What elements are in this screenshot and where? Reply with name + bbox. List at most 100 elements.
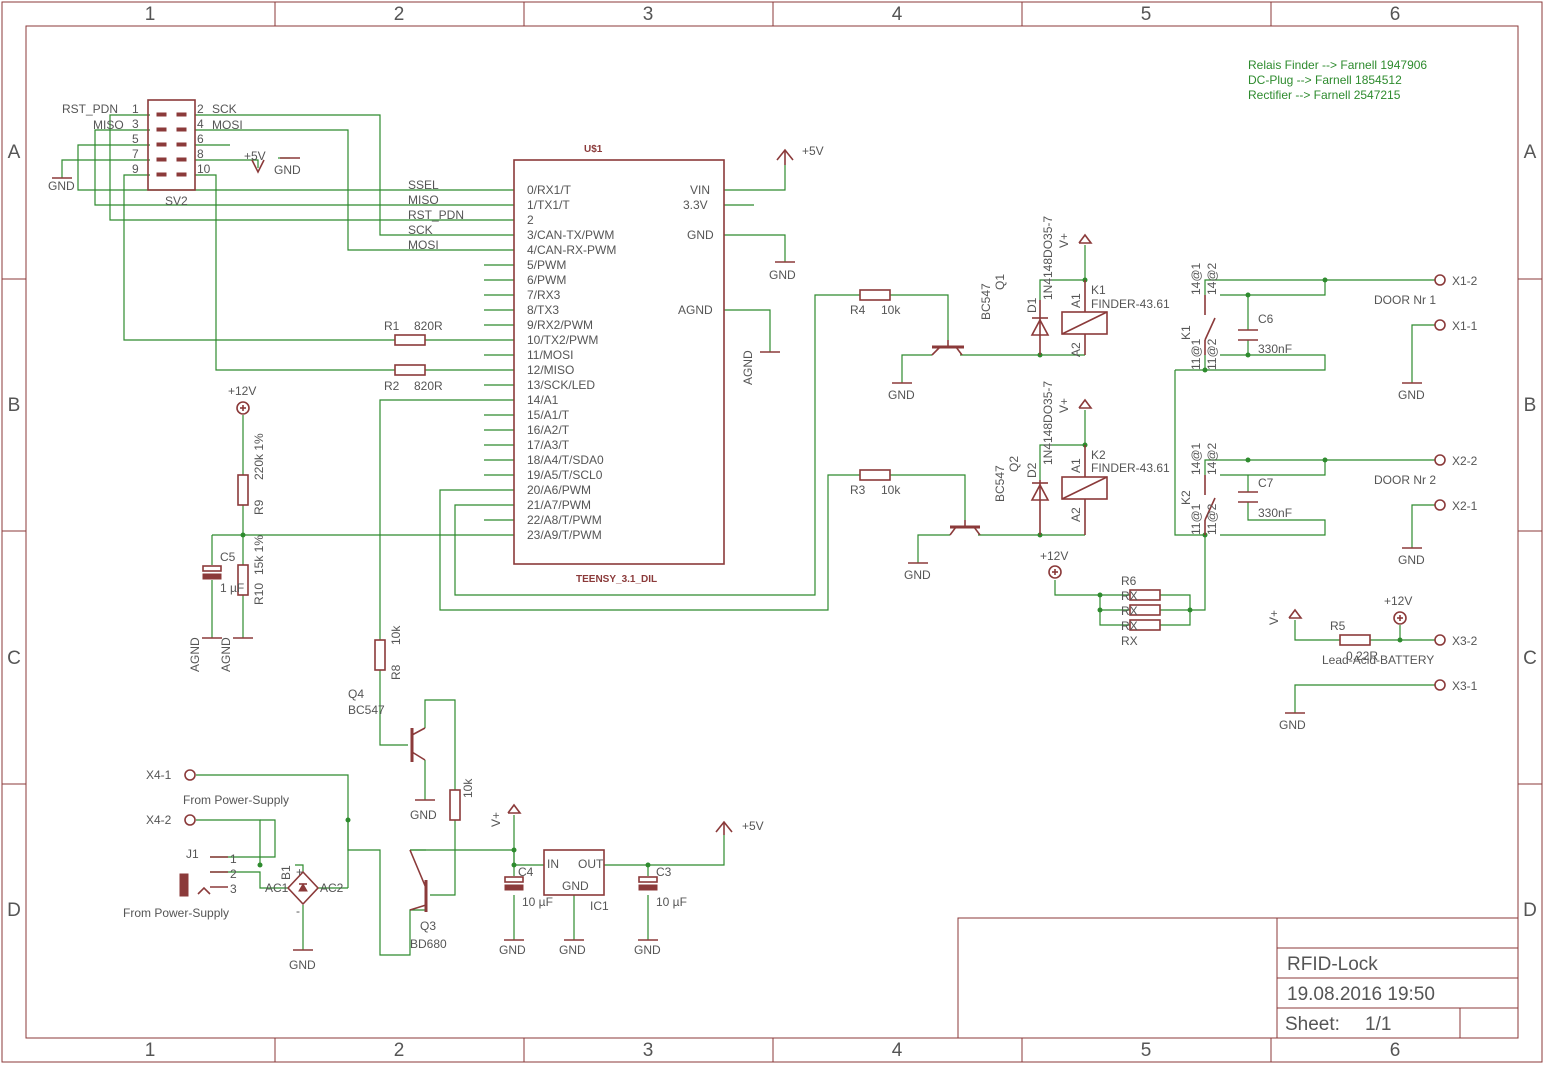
svg-text:Q2: Q2 <box>1007 456 1021 472</box>
svg-text:A1: A1 <box>1069 458 1083 473</box>
svg-text:D1: D1 <box>1025 297 1039 313</box>
svg-text:C3: C3 <box>656 865 672 879</box>
sv2-pin: 4 <box>197 117 204 131</box>
svg-text:K2: K2 <box>1179 490 1193 505</box>
svg-text:GND: GND <box>48 179 75 193</box>
svg-text:From Power-Supply: From Power-Supply <box>123 906 229 920</box>
teensy-pin-label: 5/PWM <box>527 258 566 272</box>
svg-text:820R: 820R <box>414 319 443 333</box>
svg-text:1N4148DO35-7: 1N4148DO35-7 <box>1041 216 1055 300</box>
svg-text:1: 1 <box>230 852 237 866</box>
teensy-pin-label: 7/RX3 <box>527 288 561 302</box>
svg-text:11@2: 11@2 <box>1205 338 1219 370</box>
svg-text:IN: IN <box>547 857 559 871</box>
svg-text:BD680: BD680 <box>410 937 447 951</box>
col-label-top: 4 <box>892 4 903 25</box>
col-label-bottom: 1 <box>145 1040 156 1061</box>
svg-text:Q1: Q1 <box>993 274 1007 290</box>
col-label-top: 2 <box>394 4 405 25</box>
svg-text:330nF: 330nF <box>1258 342 1292 356</box>
svg-text:V+: V+ <box>1057 398 1071 413</box>
teensy-net: SSEL <box>408 178 439 192</box>
svg-text:1 µF: 1 µF <box>220 581 244 595</box>
diodes: D1 1N4148DO35-7 D2 1N4148DO35-7 <box>1025 216 1055 535</box>
col-label-top: 1 <box>145 4 156 25</box>
teensy-pin-label: 11/MOSI <box>527 348 573 362</box>
svg-text:330nF: 330nF <box>1258 506 1292 520</box>
svg-text:X4-2: X4-2 <box>146 813 172 827</box>
svg-text:BC547: BC547 <box>979 283 993 320</box>
svg-text:11@1: 11@1 <box>1189 503 1203 535</box>
note-line: DC-Plug --> Farnell 1854512 <box>1248 73 1402 87</box>
teensy-pin-gnd: GND <box>687 228 714 242</box>
teensy-pin-label: 13/SCK/LED <box>527 378 595 392</box>
svg-text:J1: J1 <box>186 847 199 861</box>
svg-text:C5: C5 <box>220 550 236 564</box>
teensy-pin-label: 8/TX3 <box>527 303 559 317</box>
svg-text:2: 2 <box>230 867 237 881</box>
svg-text:B1: B1 <box>279 865 293 880</box>
svg-text:RX: RX <box>1121 619 1138 633</box>
teensy-pin-label: 0/RX1/T <box>527 183 572 197</box>
teensy-pin-label: 15/A1/T <box>527 408 570 422</box>
row-label-right: D <box>1523 900 1537 921</box>
svg-text:AGND: AGND <box>188 637 202 672</box>
teensy-pin-label: 10/TX2/PWM <box>527 333 598 347</box>
teensy-pin-label: 21/A7/PWM <box>527 498 591 512</box>
svg-text:K1: K1 <box>1179 325 1193 340</box>
row-label-left: A <box>8 142 21 163</box>
svg-text:220k 1%: 220k 1% <box>252 433 266 480</box>
svg-text:RX: RX <box>1121 604 1138 618</box>
svg-text:10k: 10k <box>461 778 475 798</box>
svg-text:+5V: +5V <box>802 144 824 158</box>
teensy-name: U$1 <box>584 144 603 155</box>
svg-text:GND: GND <box>1398 388 1425 402</box>
svg-text:BC547: BC547 <box>993 465 1007 502</box>
svg-text:R2: R2 <box>384 379 400 393</box>
svg-text:GND: GND <box>559 943 586 957</box>
svg-text:1N4148DO35-7: 1N4148DO35-7 <box>1041 381 1055 465</box>
svg-text:15k 1%: 15k 1% <box>252 535 266 575</box>
sv2-pin: 5 <box>132 132 139 146</box>
frame-row-labels: A B C D A B C D <box>7 142 1537 921</box>
teensy-pin-vin: VIN <box>690 183 710 197</box>
svg-text:X2-2: X2-2 <box>1452 454 1478 468</box>
sv2-label-miso: MISO <box>93 118 124 132</box>
svg-text:X3-1: X3-1 <box>1452 679 1478 693</box>
svg-text:AC1: AC1 <box>265 881 289 895</box>
svg-text:GND: GND <box>904 568 931 582</box>
svg-text:X1-1: X1-1 <box>1452 319 1478 333</box>
svg-text:From Power-Supply: From Power-Supply <box>183 793 289 807</box>
sv2-pin: 1 <box>132 102 139 116</box>
title-text: RFID-Lock <box>1287 954 1378 975</box>
svg-text:+: + <box>296 865 303 879</box>
svg-text:RX: RX <box>1121 634 1138 648</box>
svg-text:+5V: +5V <box>742 819 764 833</box>
svg-text:GND: GND <box>769 268 796 282</box>
svg-text:14@1: 14@1 <box>1189 442 1203 475</box>
svg-text:R8: R8 <box>389 664 403 680</box>
row-label-left: C <box>7 648 21 669</box>
svg-text:10 µF: 10 µF <box>656 895 687 909</box>
svg-text:10k: 10k <box>881 483 901 497</box>
svg-text:+12V: +12V <box>1384 594 1412 608</box>
svg-text:3: 3 <box>230 882 237 896</box>
rectifier-b1: B1 AC1 AC2 + - <box>265 865 344 918</box>
junctions <box>240 277 1403 868</box>
svg-text:Q4: Q4 <box>348 687 364 701</box>
svg-text:C4: C4 <box>518 865 534 879</box>
svg-text:+5V: +5V <box>244 149 266 163</box>
col-label-top: 5 <box>1141 4 1152 25</box>
svg-text:GND: GND <box>274 163 301 177</box>
col-label-bottom: 4 <box>892 1040 903 1061</box>
svg-text:A2: A2 <box>1069 342 1083 357</box>
svg-text:V+: V+ <box>1267 610 1281 625</box>
svg-text:A2: A2 <box>1069 507 1083 522</box>
frame-column-labels: 1 2 3 4 5 6 1 2 3 4 5 6 <box>145 4 1401 1061</box>
svg-text:BC547: BC547 <box>348 703 385 717</box>
teensy-pin-agnd: AGND <box>678 303 713 317</box>
sv2-label-rst: RST_PDN <box>62 102 118 116</box>
